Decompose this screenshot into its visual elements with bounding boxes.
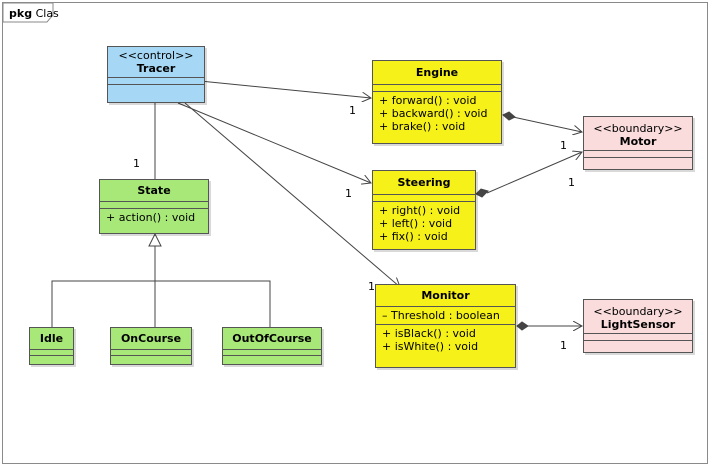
edge-steering-motor (486, 152, 582, 194)
motor-name: Motor (619, 135, 657, 148)
steering-attributes (373, 194, 475, 201)
class-steering[interactable]: Steering + right() : void + left() : voi… (372, 170, 476, 250)
outofcourse-name: OutOfCourse (232, 332, 312, 345)
state-operations: + action() : void (100, 208, 208, 226)
mult-tracer-steering: 1 (345, 187, 352, 200)
class-motor[interactable]: <<boundary>> Motor (583, 116, 693, 170)
mult-tracer-state: 1 (133, 157, 140, 170)
package-name: Class (36, 7, 59, 20)
motor-attributes (584, 150, 692, 157)
steering-op-left: + left() : void (379, 217, 453, 230)
steering-name: Steering (397, 176, 451, 189)
mult-engine-motor: 1 (560, 139, 567, 152)
edge-engine-motor (512, 116, 582, 132)
class-state[interactable]: State + action() : void (99, 179, 209, 234)
steering-op-right: + right() : void (379, 204, 461, 217)
lightsensor-name: LightSensor (600, 318, 676, 331)
engine-operations: + forward() : void + backward() : void +… (373, 91, 501, 135)
composition-diamond-monitor (516, 321, 529, 331)
tracer-name: Tracer (136, 62, 176, 75)
state-op-action: + action() : void (106, 211, 196, 224)
mult-monitor-lightsensor: 1 (560, 339, 567, 352)
lightsensor-stereotype: <<boundary>> (593, 305, 683, 318)
oncourse-operations (111, 355, 191, 361)
motor-stereotype: <<boundary>> (593, 122, 683, 135)
tracer-stereotype: <<control>> (118, 49, 194, 62)
mult-tracer-monitor: 1 (368, 280, 375, 293)
idle-name: Idle (39, 332, 64, 345)
monitor-attributes: – Threshold : boolean (376, 306, 515, 324)
mult-tracer-engine: 1 (349, 104, 356, 117)
lightsensor-operations (584, 340, 692, 347)
package-keyword: pkg (9, 7, 32, 20)
class-oncourse[interactable]: OnCourse (110, 327, 192, 365)
tracer-attributes (108, 77, 204, 84)
steering-op-fix: + fix() : void (379, 230, 448, 243)
generalization-triangle (148, 232, 162, 247)
monitor-op-isblack: + isBlack() : void (382, 327, 476, 340)
class-engine[interactable]: Engine + forward() : void + backward() :… (372, 60, 502, 144)
monitor-attr-threshold: – Threshold : boolean (382, 309, 500, 322)
idle-attributes (30, 349, 73, 355)
mult-steering-motor: 1 (568, 176, 575, 189)
outofcourse-attributes (223, 349, 321, 355)
idle-operations (30, 355, 73, 361)
engine-op-forward: + forward() : void (379, 94, 477, 107)
engine-op-backward: + backward() : void (379, 107, 488, 120)
edge-tracer-engine (189, 79, 371, 98)
edge-generalization (51, 280, 271, 327)
svg-text:pkg Class: pkg Class (9, 7, 59, 20)
composition-diamond-engine (502, 111, 516, 121)
package-tab: pkg Class (3, 3, 59, 23)
monitor-op-iswhite: + isWhite() : void (382, 340, 479, 353)
package-frame: pkg Class (2, 2, 708, 464)
state-attributes (100, 201, 208, 208)
monitor-operations: + isBlack() : void + isWhite() : void (376, 324, 515, 355)
class-outofcourse[interactable]: OutOfCourse (222, 327, 322, 365)
motor-operations (584, 157, 692, 164)
class-tracer[interactable]: <<control>> Tracer (107, 46, 205, 103)
steering-operations: + right() : void + left() : void + fix()… (373, 201, 475, 245)
lightsensor-attributes (584, 333, 692, 340)
state-name: State (137, 184, 171, 197)
class-idle[interactable]: Idle (29, 327, 74, 365)
edge-tracer-steering (177, 102, 371, 183)
engine-name: Engine (415, 66, 459, 79)
edge-tracer-monitor (184, 102, 400, 287)
engine-attributes (373, 84, 501, 91)
monitor-name: Monitor (421, 289, 470, 302)
class-monitor[interactable]: Monitor – Threshold : boolean + isBlack(… (375, 284, 516, 368)
oncourse-attributes (111, 349, 191, 355)
outofcourse-operations (223, 355, 321, 361)
engine-op-brake: + brake() : void (379, 120, 466, 133)
tracer-operations (108, 84, 204, 91)
composition-diamond-steering (475, 188, 489, 198)
oncourse-name: OnCourse (120, 332, 182, 345)
class-lightsensor[interactable]: <<boundary>> LightSensor (583, 299, 693, 353)
